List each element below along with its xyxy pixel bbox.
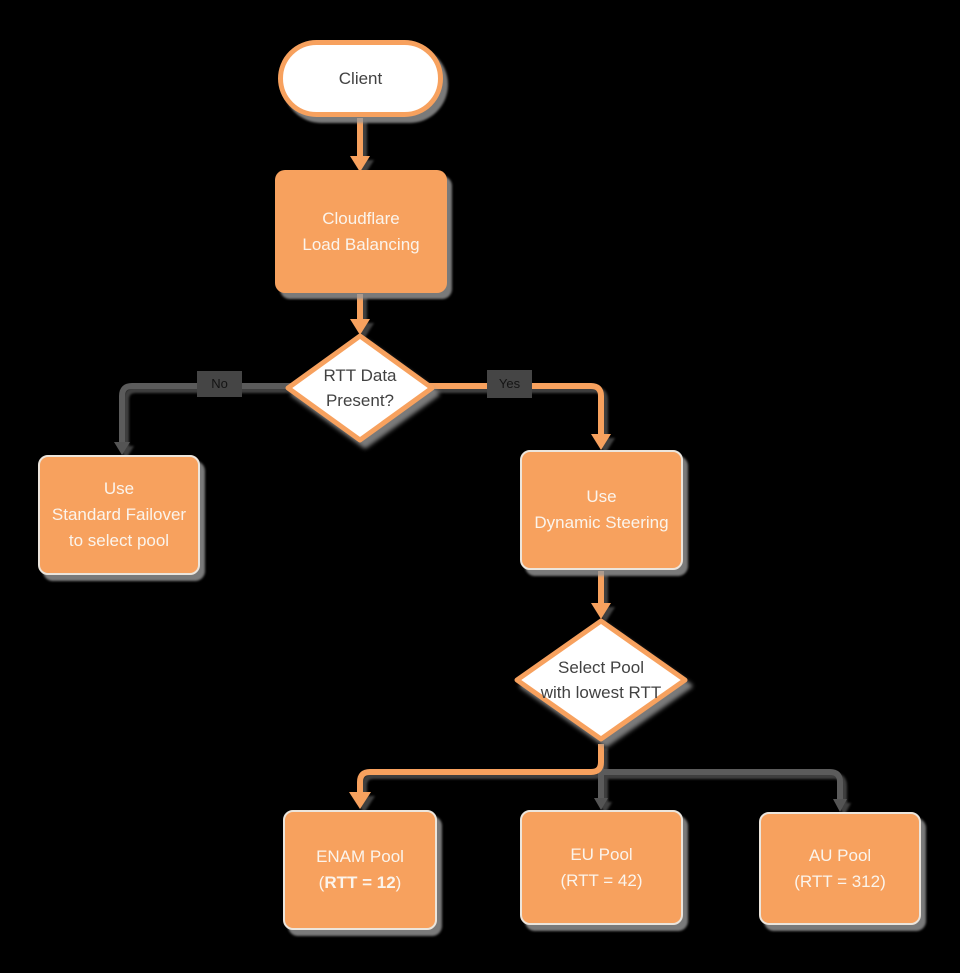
standard-failover-line2: Standard Failover <box>51 505 187 524</box>
connector-no-branch <box>114 383 294 455</box>
eu-pool-line1: EU Pool <box>570 844 633 864</box>
connector-ds-pooldecision <box>591 571 611 619</box>
diamond-shape <box>285 333 435 443</box>
enam-pool-line2: (RTT = 12) <box>318 873 402 892</box>
enam-pool-rtt-bold: RTT = 12 <box>324 873 396 892</box>
edge-label-yes: Yes <box>487 370 532 398</box>
au-pool-line2: (RTT = 312) <box>794 871 886 891</box>
dynamic-steering-node: Use Dynamic Steering <box>520 450 683 570</box>
standard-failover-line1: Use <box>103 479 135 498</box>
load-balancer-node: Cloudflare Load Balancing <box>275 170 447 293</box>
pool-decision-line2: with lowest RTT <box>540 683 662 702</box>
connector-client-lb <box>350 118 370 172</box>
client-label: Client <box>338 68 383 88</box>
eu-pool-line2: (RTT = 42) <box>560 870 643 890</box>
rtt-decision-line1: RTT Data <box>323 366 397 385</box>
rtt-decision-diamond: RTT Data Present? <box>284 332 436 444</box>
au-pool-node: AU Pool (RTT = 312) <box>759 812 921 925</box>
pool-decision-line1: Select Pool <box>558 658 644 677</box>
connector-au-pool <box>604 769 847 812</box>
rtt-decision-line2: Present? <box>325 391 395 410</box>
pool-decision-diamond: Select Pool with lowest RTT <box>513 617 689 743</box>
eu-pool-node: EU Pool (RTT = 42) <box>520 810 683 925</box>
load-balancer-line2: Load Balancing <box>302 234 420 254</box>
connector-lb-decision <box>350 294 370 335</box>
connector-yes-branch <box>428 383 611 450</box>
dynamic-steering-line2: Dynamic Steering <box>534 513 669 532</box>
connector-enam-pool <box>349 744 604 809</box>
diamond-shape <box>514 618 688 742</box>
edge-label-no: No <box>197 371 242 397</box>
enam-pool-node: ENAM Pool (RTT = 12) <box>283 810 437 930</box>
dynamic-steering-line1: Use <box>586 487 617 506</box>
au-pool-line1: AU Pool <box>808 845 872 865</box>
load-balancer-line1: Cloudflare <box>322 208 400 228</box>
standard-failover-line3: to select pool <box>68 531 170 550</box>
client-node: Client <box>278 40 443 117</box>
enam-pool-line1: ENAM Pool <box>316 847 404 866</box>
standard-failover-node: Use Standard Failover to select pool <box>38 455 200 575</box>
